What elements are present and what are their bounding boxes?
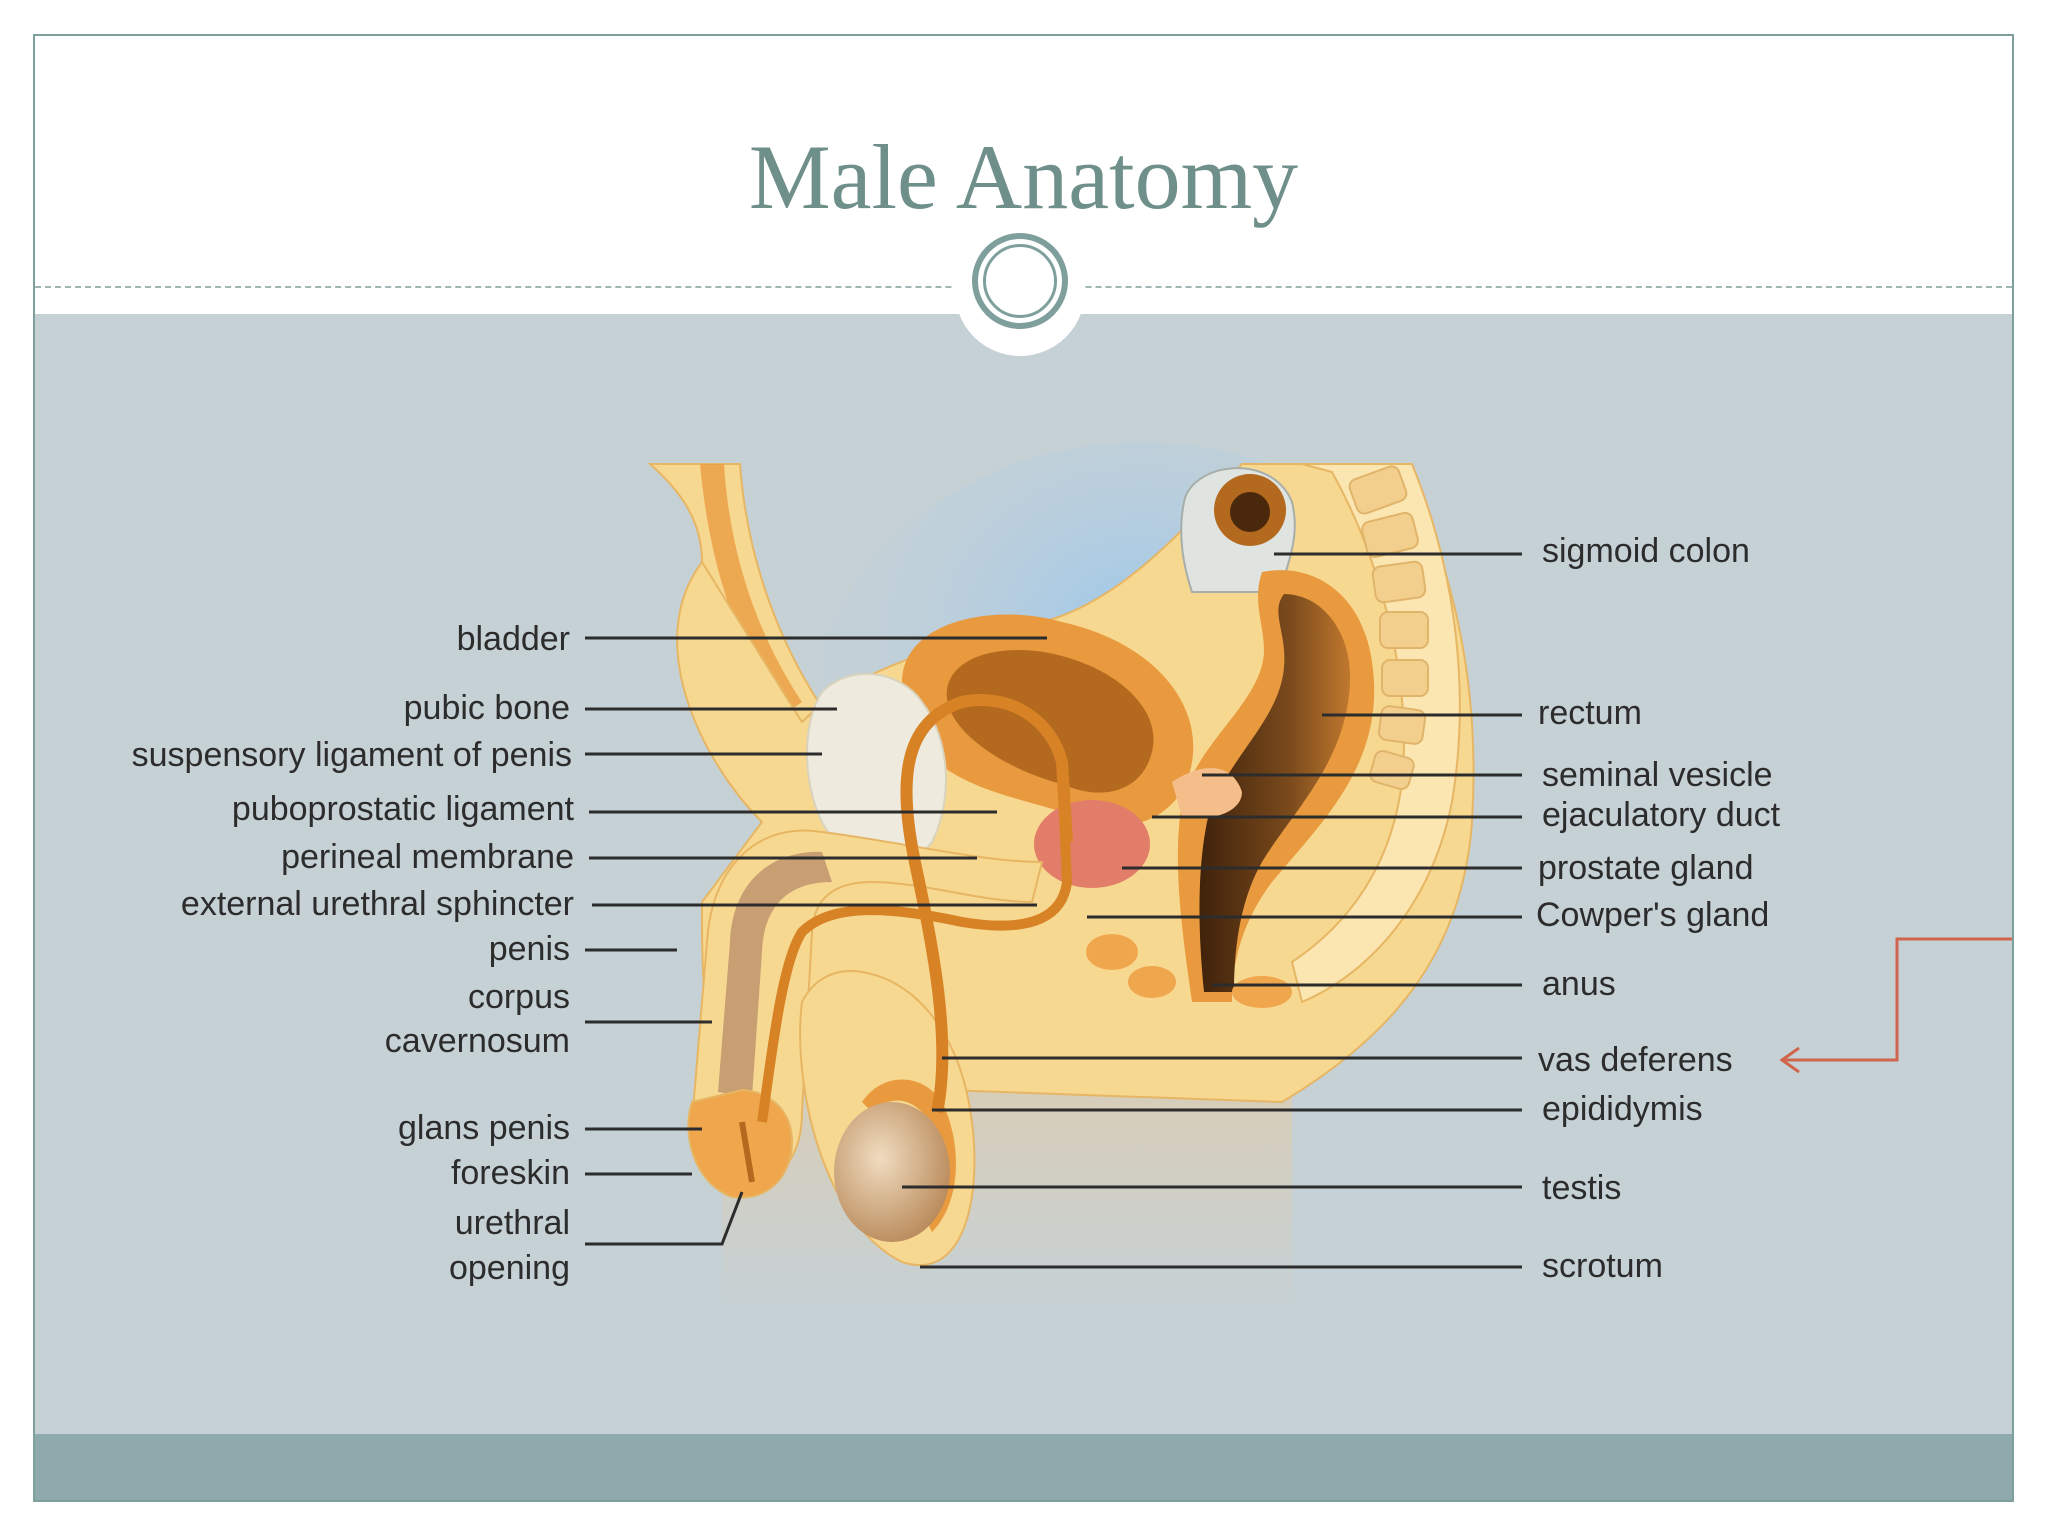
label-urethral-line2: opening [449, 1249, 570, 1287]
label-penis: penis [489, 930, 570, 968]
urethra-tip [739, 1121, 755, 1183]
label-cowpers-gland: Cowper's gland [1536, 896, 1769, 934]
rectum-inner [1199, 594, 1351, 992]
footer-band [35, 1434, 2012, 1500]
label-seminal-vesicle: seminal vesicle [1542, 756, 1773, 794]
label-vas-deferens: vas deferens [1538, 1041, 1733, 1079]
label-urethral-line1: urethral [455, 1204, 570, 1242]
penis-shaft [690, 829, 1044, 1185]
seminal-vesicle [1172, 768, 1242, 819]
perineal-structure [1086, 934, 1138, 970]
label-corpus-line1: corpus [468, 978, 570, 1016]
label-bladder: bladder [457, 620, 570, 658]
label-perineal-membrane: perineal membrane [281, 838, 574, 876]
leader-lines-left [585, 636, 1047, 1246]
anatomy-diagram: bladder pubic bone suspensory ligament o… [132, 442, 2012, 1312]
label-ejaculatory-duct: ejaculatory duct [1542, 796, 1781, 834]
label-epididymis: epididymis [1542, 1090, 1703, 1128]
corpus-cavernosum-shape [718, 851, 832, 1097]
label-foreskin: foreskin [451, 1154, 570, 1192]
slide: Male Anatomy [33, 34, 2014, 1502]
label-glans-penis: glans penis [398, 1109, 570, 1147]
label-prostate-gland: prostate gland [1538, 849, 1754, 887]
label-anus: anus [1542, 965, 1616, 1003]
urethra-shape [757, 771, 1073, 1123]
label-corpus-line2: cavernosum [385, 1022, 570, 1060]
vas-deferens-pointer-arrow-icon [1779, 937, 2012, 1074]
prostate-gland-shape [1034, 800, 1150, 888]
bladder-inner [946, 649, 1154, 793]
divider-ornament-inner-ring-icon [983, 244, 1057, 318]
label-testis: testis [1542, 1169, 1621, 1207]
slide-title: Male Anatomy [748, 126, 1299, 228]
label-rectum: rectum [1538, 694, 1642, 732]
abdominal-muscle-front [700, 464, 802, 714]
glans-penis-shape [687, 1088, 794, 1199]
label-pubic-bone: pubic bone [404, 689, 570, 727]
leader-lines-right [902, 552, 1522, 1269]
vertebrae [1348, 465, 1429, 790]
label-external-urethral-sphincter: external urethral sphincter [181, 885, 574, 923]
vas-deferens-shape [900, 694, 1073, 1114]
testis-shape [834, 1102, 950, 1242]
label-scrotum: scrotum [1542, 1247, 1663, 1285]
label-suspensory-ligament: suspensory ligament of penis [132, 736, 572, 774]
label-sigmoid-colon: sigmoid colon [1542, 532, 1750, 570]
label-puboprostatic-ligament: puboprostatic ligament [232, 790, 575, 828]
